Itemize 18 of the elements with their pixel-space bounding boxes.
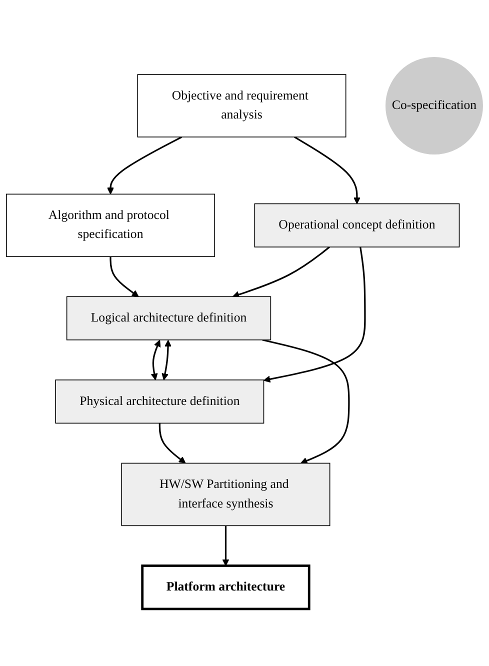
arrow xyxy=(110,256,139,297)
arrow xyxy=(263,246,366,382)
arrow xyxy=(162,340,172,380)
arrow xyxy=(107,136,182,194)
arrow xyxy=(222,526,230,566)
node-box: Logical architecture definition xyxy=(66,296,272,340)
node-circle: Co-specification xyxy=(386,56,483,154)
node-box: Physical architecture definition xyxy=(55,379,264,424)
node-box: Platform architecture xyxy=(141,564,310,610)
arrow xyxy=(262,338,350,464)
node-box: HW/SW Partitioning and interface synthesis xyxy=(121,462,330,526)
node-box: Objective and requirement analysis xyxy=(137,74,346,138)
arrow xyxy=(158,423,186,464)
arrow xyxy=(150,340,161,380)
node-box: Algorithm and protocol specification xyxy=(6,194,216,257)
arrow xyxy=(294,136,360,204)
arrow xyxy=(232,246,330,298)
node-box: Operational concept definition xyxy=(254,203,460,248)
